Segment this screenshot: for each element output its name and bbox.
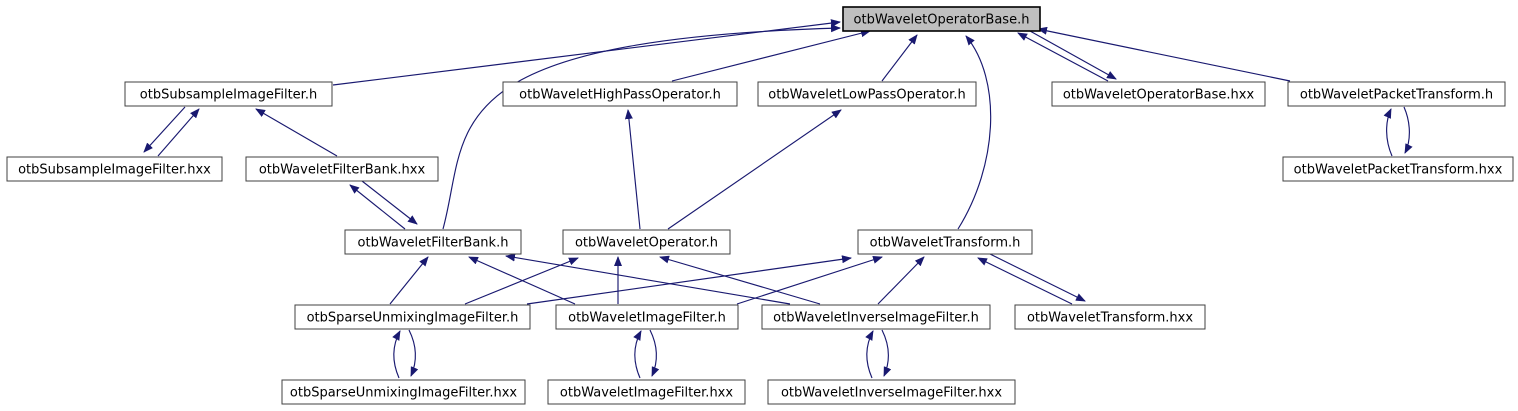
- edge-otbWaveletPacketTransform_h-to-otbWaveletPacketTransform_hxx: [1403, 106, 1413, 154]
- node-box[interactable]: [502, 81, 738, 107]
- node-box[interactable]: [344, 229, 522, 255]
- edge-otbSparseUnmixingImageFilter_h-to-otbSparseUnmixingImageFilter_hxx: [408, 329, 419, 377]
- node-box[interactable]: [767, 379, 1016, 405]
- node-box[interactable]: [6, 156, 223, 182]
- edge-otbWaveletHighPassOperator_h-to-otbWaveletOperatorBase_h: [671, 29, 871, 82]
- node-otbWaveletImageFilter_hxx[interactable]: otbWaveletImageFilter.hxx: [547, 379, 746, 405]
- edge-otbWaveletLowPassOperator_h-to-otbWaveletOperatorBase_h: [881, 34, 918, 82]
- edge-otbWaveletOperator_h-to-otbWaveletHighPassOperator_h: [624, 109, 641, 230]
- node-otbWaveletPacketTransform_h[interactable]: otbWaveletPacketTransform.h: [1287, 81, 1506, 107]
- node-otbSparseUnmixingImageFilter_h[interactable]: otbSparseUnmixingImageFilter.h: [294, 304, 531, 330]
- node-otbSubsampleImageFilter_h[interactable]: otbSubsampleImageFilter.h: [124, 81, 333, 107]
- node-otbWaveletOperatorBase_hxx[interactable]: otbWaveletOperatorBase.hxx: [1051, 81, 1266, 107]
- edge-otbWaveletImageFilter_h-to-otbWaveletTransform_h: [736, 255, 883, 305]
- node-box[interactable]: [1282, 156, 1514, 182]
- node-otbWaveletFilterBank_hxx[interactable]: otbWaveletFilterBank.hxx: [245, 156, 439, 182]
- edge-otbWaveletInverseImageFilter_h-to-otbWaveletOperator_h: [659, 255, 821, 305]
- edge-otbWaveletFilterBank_h-to-otbWaveletOperatorBase_h: [442, 24, 841, 230]
- node-box[interactable]: [1014, 304, 1206, 330]
- edge-otbWaveletTransform_hxx-to-otbWaveletTransform_h: [977, 257, 1073, 305]
- node-label: otbWaveletInverseImageFilter.h: [773, 311, 979, 326]
- node-label: otbWaveletPacketTransform.hxx: [1294, 163, 1503, 178]
- node-otbWaveletLowPassOperator_h[interactable]: otbWaveletLowPassOperator.h: [757, 81, 977, 107]
- node-box[interactable]: [547, 379, 746, 405]
- edge-otbWaveletImageFilter_hxx-to-otbWaveletImageFilter_h: [633, 330, 642, 379]
- node-box[interactable]: [555, 304, 739, 330]
- node-otbWaveletOperator_h[interactable]: otbWaveletOperator.h: [562, 229, 731, 255]
- node-label: otbWaveletLowPassOperator.h: [768, 88, 965, 103]
- node-otbSubsampleImageFilter_hxx[interactable]: otbSubsampleImageFilter.hxx: [6, 156, 223, 182]
- edge-otbWaveletOperator_h-to-otbWaveletLowPassOperator_h: [667, 109, 842, 230]
- node-label: otbWaveletFilterBank.h: [358, 236, 509, 251]
- node-otbWaveletInverseImageFilter_hxx[interactable]: otbWaveletInverseImageFilter.hxx: [767, 379, 1016, 405]
- node-label: otbWaveletOperator.h: [575, 236, 718, 251]
- edge-otbWaveletPacketTransform_hxx-to-otbWaveletPacketTransform_h: [1383, 108, 1393, 157]
- node-label: otbWaveletOperatorBase.hxx: [1063, 88, 1255, 103]
- node-label: otbWaveletImageFilter.h: [568, 311, 726, 326]
- node-label: otbWaveletHighPassOperator.h: [519, 88, 721, 103]
- edge-otbWaveletFilterBank_hxx-to-otbWaveletFilterBank_h: [361, 180, 418, 225]
- node-otbWaveletTransform_hxx[interactable]: otbWaveletTransform.hxx: [1014, 304, 1206, 330]
- edge-otbSparseUnmixingImageFilter_hxx-to-otbSparseUnmixingImageFilter_h: [392, 330, 401, 379]
- node-otbWaveletFilterBank_h[interactable]: otbWaveletFilterBank.h: [344, 229, 522, 255]
- node-label: otbSubsampleImageFilter.hxx: [18, 163, 211, 178]
- edge-otbWaveletInverseImageFilter_hxx-to-otbWaveletInverseImageFilter_h: [865, 330, 874, 379]
- node-otbWaveletPacketTransform_hxx[interactable]: otbWaveletPacketTransform.hxx: [1282, 156, 1514, 182]
- edge-otbWaveletInverseImageFilter_h-to-otbWaveletTransform_h: [877, 256, 925, 305]
- node-box[interactable]: [757, 81, 977, 107]
- edge-otbWaveletFilterBank_hxx-to-otbSubsampleImageFilter_h: [255, 108, 338, 157]
- edge-otbWaveletOperatorBase_hxx-to-otbWaveletOperatorBase_h: [1017, 32, 1109, 82]
- node-label: otbWaveletOperatorBase.h: [854, 13, 1030, 28]
- edge-otbWaveletTransform_h-to-otbWaveletOperatorBase_h: [957, 35, 992, 230]
- node-label: otbSparseUnmixingImageFilter.hxx: [290, 386, 517, 401]
- node-label: otbWaveletPacketTransform.h: [1300, 88, 1493, 103]
- edge-otbWaveletInverseImageFilter_h-to-otbWaveletFilterBank_h: [505, 253, 791, 305]
- node-label: otbWaveletFilterBank.hxx: [259, 163, 426, 178]
- edge-otbSubsampleImageFilter_hxx-to-otbSubsampleImageFilter_h: [157, 108, 200, 157]
- edge-otbSparseUnmixingImageFilter_h-to-otbWaveletFilterBank_h: [389, 256, 429, 305]
- node-box[interactable]: [857, 229, 1033, 255]
- node-box: [842, 6, 1041, 32]
- node-otbWaveletHighPassOperator_h[interactable]: otbWaveletHighPassOperator.h: [502, 81, 738, 107]
- edge-otbSparseUnmixingImageFilter_h-to-otbWaveletTransform_h: [526, 255, 852, 305]
- node-box[interactable]: [761, 304, 991, 330]
- node-label: otbWaveletInverseImageFilter.hxx: [781, 386, 1002, 401]
- edge-otbWaveletInverseImageFilter_h-to-otbWaveletInverseImageFilter_hxx: [881, 329, 892, 377]
- node-box[interactable]: [281, 379, 526, 405]
- edge-otbWaveletTransform_h-to-otbWaveletTransform_hxx: [989, 253, 1086, 302]
- node-label: otbWaveletImageFilter.hxx: [560, 386, 733, 401]
- node-otbWaveletInverseImageFilter_h[interactable]: otbWaveletInverseImageFilter.h: [761, 304, 991, 330]
- node-box[interactable]: [294, 304, 531, 330]
- edge-otbWaveletImageFilter_h-to-otbWaveletFilterBank_h: [468, 256, 576, 305]
- node-label: otbWaveletTransform.hxx: [1027, 311, 1193, 326]
- node-otbWaveletOperatorBase_h: otbWaveletOperatorBase.h: [842, 6, 1041, 32]
- node-label: otbSparseUnmixingImageFilter.h: [307, 311, 519, 326]
- node-box[interactable]: [1287, 81, 1506, 107]
- node-otbWaveletTransform_h[interactable]: otbWaveletTransform.h: [857, 229, 1033, 255]
- edge-otbSubsampleImageFilter_h-to-otbSubsampleImageFilter_hxx: [143, 106, 186, 153]
- node-box[interactable]: [245, 156, 439, 182]
- edge-otbWaveletFilterBank_h-to-otbWaveletFilterBank_hxx: [349, 184, 406, 230]
- node-label: otbWaveletTransform.h: [870, 236, 1021, 251]
- node-box[interactable]: [1051, 81, 1266, 107]
- node-box[interactable]: [562, 229, 731, 255]
- edge-otbWaveletPacketTransform_h-to-otbWaveletOperatorBase_h: [1037, 26, 1291, 82]
- node-otbWaveletImageFilter_h[interactable]: otbWaveletImageFilter.h: [555, 304, 739, 330]
- node-box[interactable]: [124, 81, 333, 107]
- edge-otbWaveletImageFilter_h-to-otbWaveletImageFilter_hxx: [649, 329, 660, 377]
- edge-otbWaveletOperatorBase_h-to-otbWaveletOperatorBase_hxx: [1029, 30, 1117, 80]
- node-otbSparseUnmixingImageFilter_hxx[interactable]: otbSparseUnmixingImageFilter.hxx: [281, 379, 526, 405]
- edge-otbSparseUnmixingImageFilter_h-to-otbWaveletOperator_h: [464, 257, 579, 305]
- node-label: otbSubsampleImageFilter.h: [140, 88, 317, 103]
